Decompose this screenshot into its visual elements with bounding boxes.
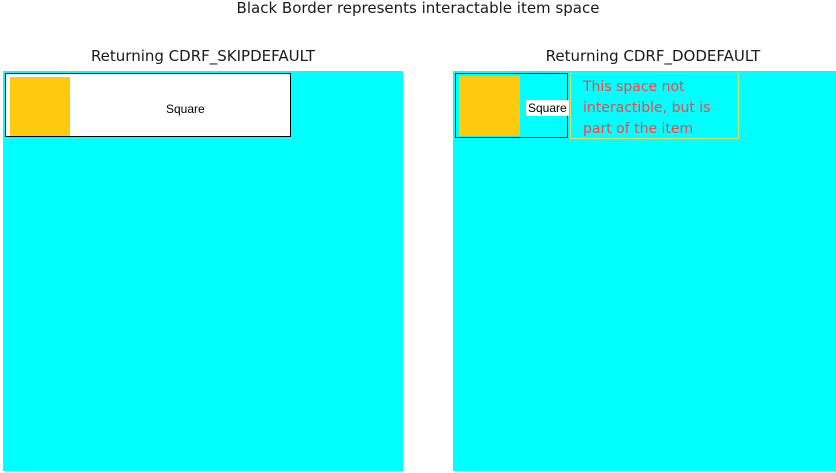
left-item-label: Square <box>166 102 205 116</box>
non-interactable-note: This space not interactible, but is part… <box>583 79 711 137</box>
left-list-panel: Square <box>3 71 403 471</box>
right-list-panel: Square This space not interactible, but … <box>453 71 836 471</box>
left-panel-label: Returning CDRF_SKIPDEFAULT <box>90 47 316 65</box>
non-interactable-item-space: This space not interactible, but is part… <box>570 73 739 139</box>
right-item-label: Square <box>526 100 569 116</box>
item-color-swatch <box>459 76 520 136</box>
right-list-item[interactable]: Square <box>455 73 569 138</box>
left-list-item[interactable]: Square <box>5 73 291 137</box>
item-color-swatch <box>10 77 70 136</box>
page-title: Black Border represents interactable ite… <box>236 0 600 17</box>
right-panel-label: Returning CDRF_DODEFAULT <box>545 47 761 65</box>
